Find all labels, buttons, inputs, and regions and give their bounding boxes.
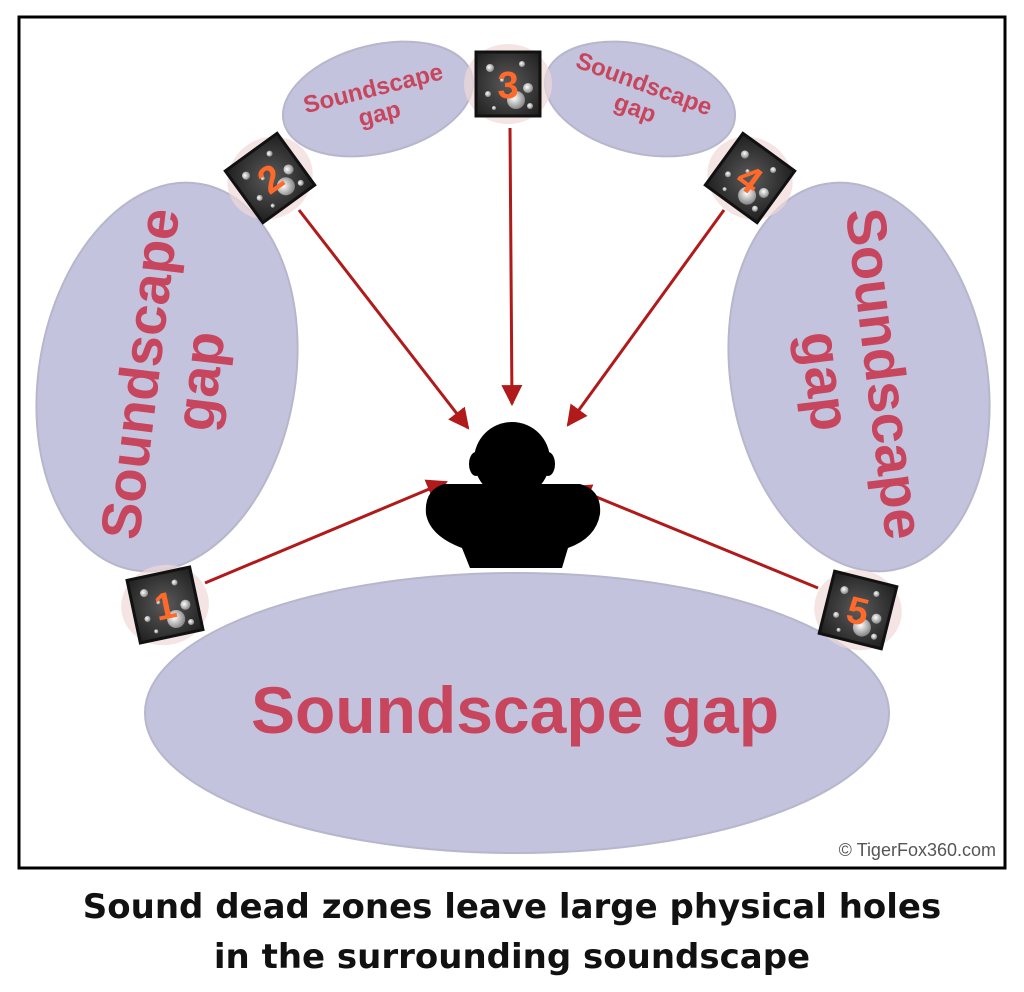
- speaker-3: 3: [464, 44, 552, 124]
- arrow-speaker-4: [566, 209, 726, 427]
- caption-line-1: Sound dead zones leave large physical ho…: [82, 887, 942, 927]
- speaker-4: 4: [703, 131, 797, 225]
- gap-ellipse-bottom: [144, 572, 890, 854]
- arrow-speaker-5: [570, 484, 819, 590]
- arrows: [204, 127, 819, 590]
- listener-silhouette: [425, 422, 601, 568]
- speaker-5: 5: [814, 569, 902, 651]
- arrow-speaker-3: [501, 127, 523, 407]
- caption-line-2: in the surrounding soundscape: [213, 937, 811, 977]
- gap-ellipse-left: [35, 181, 299, 573]
- arrow-speaker-2: [297, 209, 470, 430]
- copyright-credit: © TigerFox360.com: [839, 840, 996, 860]
- gap-ellipse-right: [727, 181, 991, 573]
- speaker-2: 2: [223, 131, 317, 225]
- svg-text:gap: gap: [788, 328, 863, 434]
- caption: Sound dead zones leave large physical ho…: [0, 882, 1024, 982]
- speaker-1: 1: [121, 564, 209, 646]
- svg-text:gap: gap: [162, 328, 237, 434]
- gap-label-bottom: Soundscape gap: [251, 673, 779, 747]
- arrow-speaker-1: [204, 479, 448, 585]
- svg-text:3: 3: [497, 65, 518, 107]
